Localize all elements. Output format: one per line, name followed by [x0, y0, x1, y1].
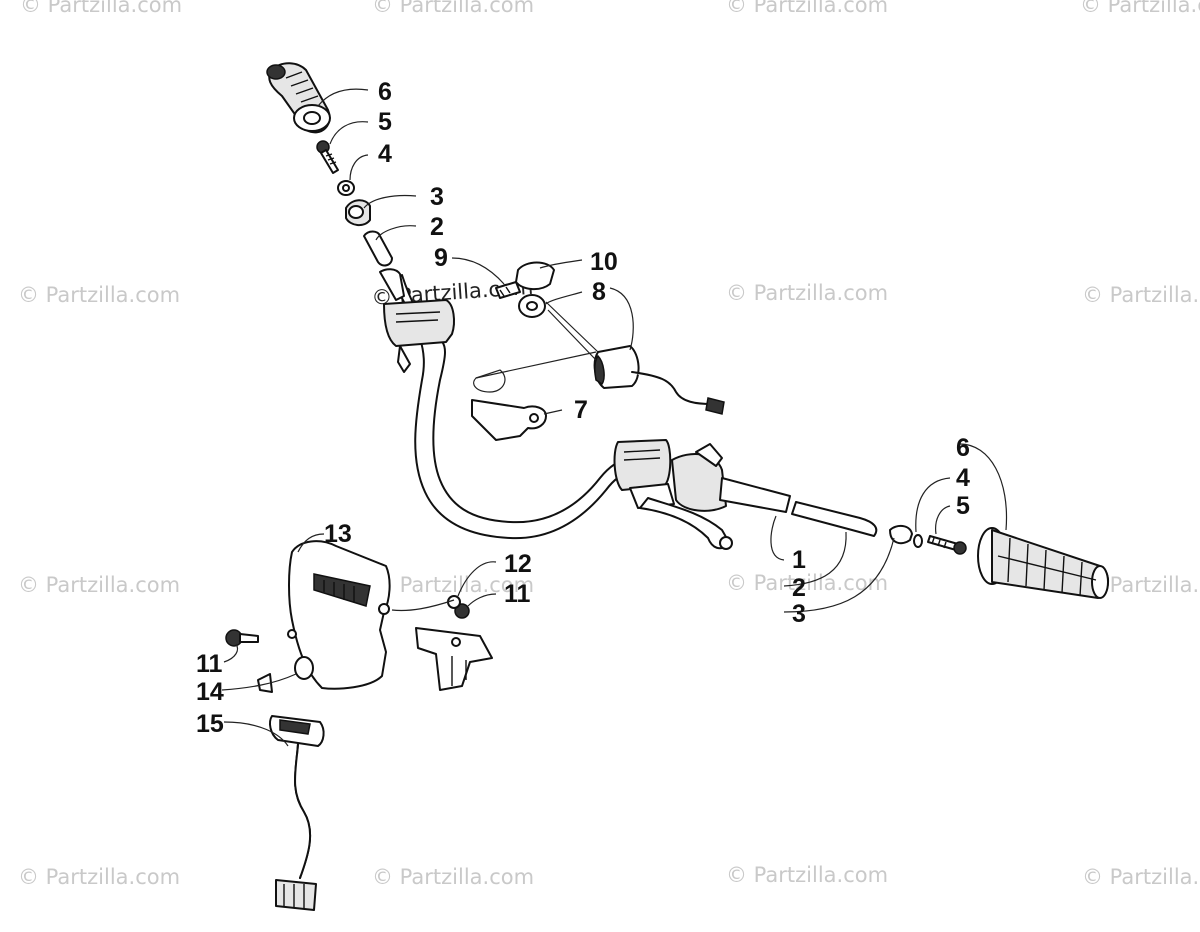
- screw-right: [454, 603, 470, 619]
- watermark: © Partzilla.com: [1082, 283, 1200, 307]
- callouts: 6 5 4 3 2 9 10 8 7 6 4 5 1 2 3 13 12 11 …: [196, 78, 970, 738]
- watermarks: © Partzilla.com © Partzilla.com © Partzi…: [18, 0, 1200, 889]
- screw-left: [225, 629, 259, 647]
- watermark: © Partzilla.com: [726, 863, 888, 887]
- leader-lines: [221, 88, 1008, 747]
- callout-14: 14: [196, 678, 224, 706]
- watermark: © Partzilla.com: [20, 0, 182, 17]
- clamp-ring: [515, 261, 555, 318]
- bar-sleeve-right: [791, 501, 878, 537]
- lens: [257, 673, 273, 693]
- sleeve-left: [363, 230, 393, 267]
- watermark: © Partzilla.com: [18, 283, 180, 307]
- watermark: © Partzilla.com: [18, 573, 180, 597]
- callout-10: 10: [590, 248, 618, 276]
- callout-3-bottom: 3: [792, 600, 806, 628]
- callout-1: 1: [792, 546, 806, 574]
- watermark: © Partzilla.com: [18, 865, 180, 889]
- callout-9: 9: [434, 244, 448, 272]
- right-grip: [977, 527, 1109, 599]
- watermark: © Partzilla.com: [726, 281, 888, 305]
- callout-7: 7: [574, 396, 588, 424]
- callout-12: 12: [504, 550, 532, 578]
- callout-4-top: 4: [378, 140, 392, 168]
- callout-11-left: 11: [196, 650, 223, 678]
- callout-8: 8: [592, 278, 606, 306]
- grip-end-bolt-left: [316, 140, 339, 174]
- callout-2-bottom: 2: [792, 574, 806, 602]
- weight-left: [345, 199, 371, 226]
- throttle-assembly-right: [671, 443, 791, 513]
- handlebar-cover: [287, 540, 391, 690]
- indicator-harness: [269, 715, 325, 911]
- callout-5-top: 5: [378, 108, 392, 136]
- mount-bracket: [471, 369, 547, 441]
- watermark: © Partzilla.com: [1080, 0, 1200, 17]
- master-cylinder: [613, 439, 733, 550]
- clamp-bolt: [495, 281, 521, 299]
- callout-15: 15: [196, 710, 224, 738]
- watermark: © Partzilla.com: [372, 865, 534, 889]
- watermark: © Partzilla.com: [726, 0, 888, 17]
- switch-connector: [593, 345, 725, 415]
- washer-cover: [447, 595, 461, 609]
- left-grip: [266, 62, 331, 134]
- watermark: © Partzilla.com: [1082, 865, 1200, 889]
- callout-13: 13: [324, 520, 352, 548]
- washer-left: [337, 180, 355, 196]
- throttle-housing-left: [379, 268, 455, 373]
- callout-6-top: 6: [378, 78, 392, 106]
- watermark: © Partzilla.com: [372, 0, 534, 17]
- cover-mount-bracket: [415, 627, 493, 691]
- callout-6-right: 6: [956, 434, 970, 462]
- callout-3-top: 3: [430, 183, 444, 211]
- watermark: © Partzilla.com: [372, 573, 534, 597]
- callout-4-right: 4: [956, 464, 970, 492]
- callout-5-right: 5: [956, 492, 970, 520]
- callout-11-right: 11: [504, 580, 531, 608]
- callout-2-top: 2: [430, 213, 444, 241]
- washer-right: [913, 534, 923, 548]
- grip-end-bolt-right: [927, 535, 967, 555]
